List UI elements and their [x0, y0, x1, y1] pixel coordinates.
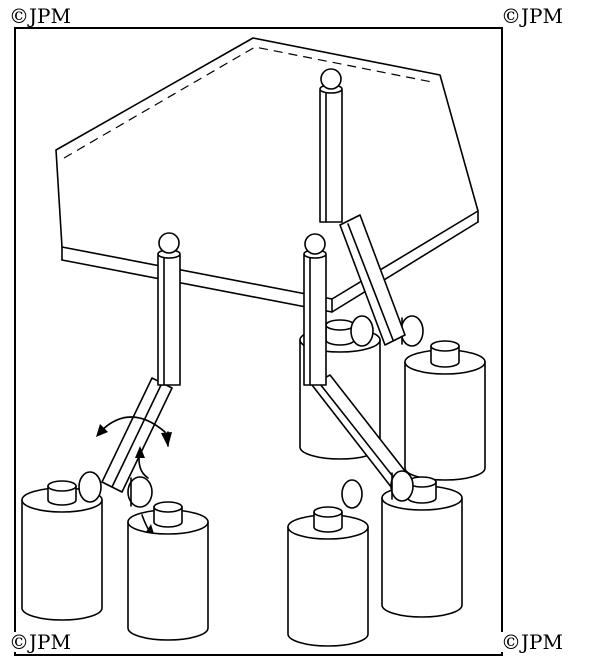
motor-front-right-upper [381, 476, 463, 618]
motor-front-right-lower [287, 506, 369, 647]
joint-rear-1 [350, 315, 424, 347]
copyright-watermark-top-right: ©JPM [500, 4, 564, 28]
rear-leg-lower-link [339, 214, 406, 346]
front-right-rod [303, 233, 327, 386]
rotation-arrow-icon [96, 416, 172, 534]
figure-frame [14, 27, 503, 656]
motor-rear-right [404, 340, 486, 481]
joint-left [78, 471, 153, 508]
copyright-watermark-bottom-right: ©JPM [500, 630, 564, 654]
copyright-watermark-bottom-left: ©JPM [8, 630, 72, 654]
left-rod [157, 232, 181, 386]
moving-platform [55, 37, 479, 313]
copyright-watermark-top-left: ©JPM [8, 4, 72, 28]
motor-left-front [127, 501, 209, 641]
joint-front-right [341, 470, 414, 509]
rear-leg-rod [319, 68, 343, 223]
